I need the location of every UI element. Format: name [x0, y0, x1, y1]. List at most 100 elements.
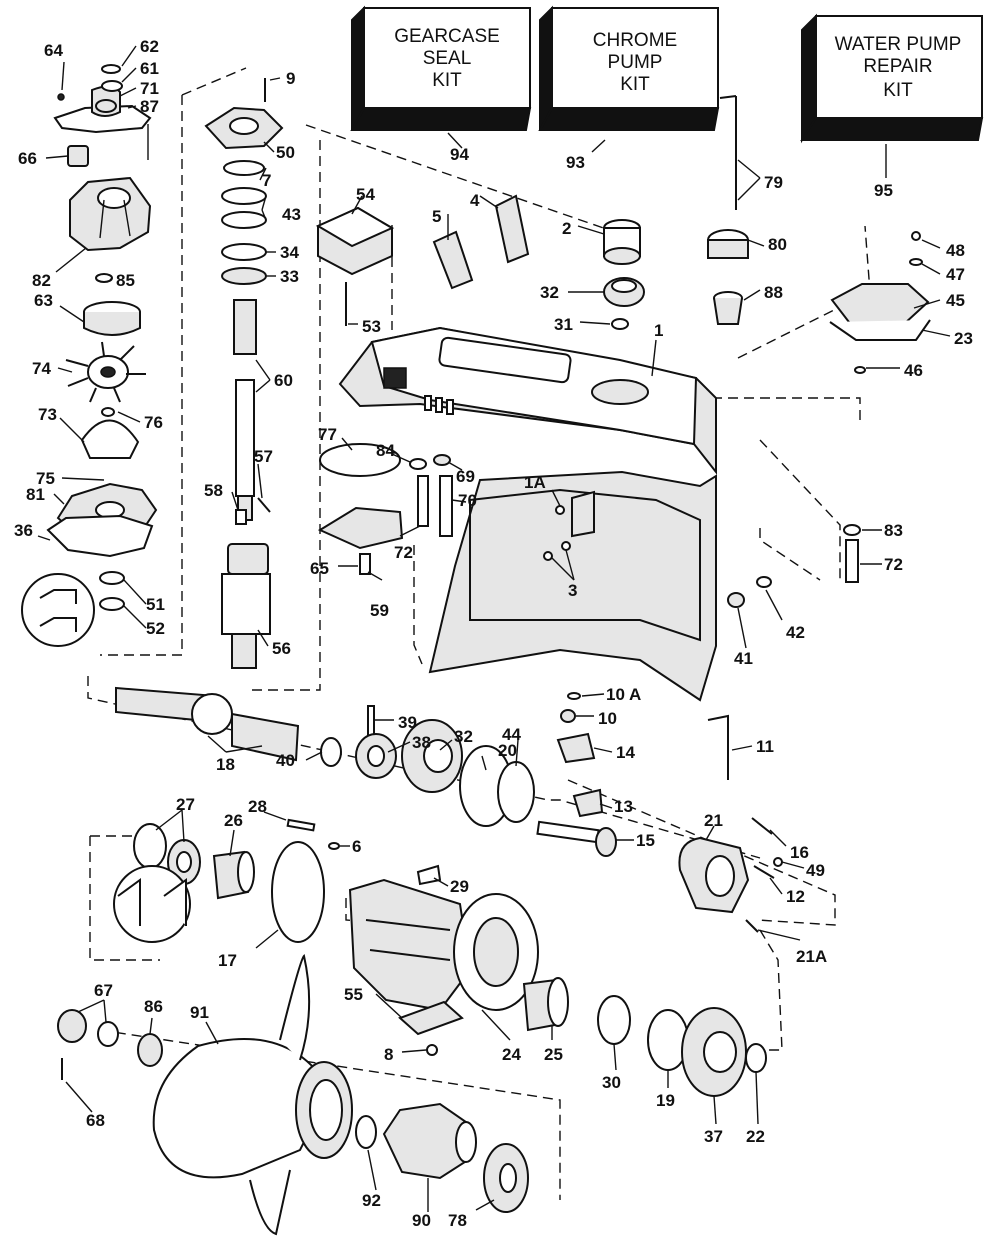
callout-2: 2: [562, 219, 571, 238]
washer-84: [409, 458, 427, 470]
nut-31: [611, 318, 629, 330]
callout-44: 44: [502, 725, 521, 744]
callout-7: 7: [262, 171, 271, 190]
callout-32: 32: [540, 283, 559, 302]
callout-42: 42: [786, 623, 805, 642]
callout-33: 33: [280, 267, 299, 286]
callout-87: 87: [140, 97, 159, 116]
callout-32b: 32: [454, 727, 473, 746]
callout-94: 94: [450, 145, 469, 164]
tube-79: [719, 95, 737, 210]
impeller-cup: [83, 301, 141, 336]
oil-seal-73: [80, 419, 140, 459]
reverse-gear-32: [401, 719, 463, 793]
callout-34: 34: [280, 243, 299, 262]
callout-83: 83: [884, 521, 903, 540]
propeller-91: [152, 953, 353, 1236]
callout-10: 10: [598, 709, 617, 728]
callout-92: 92: [362, 1191, 381, 1210]
svg-text:CHROME: CHROME: [593, 30, 677, 51]
callout-76: 76: [144, 413, 163, 432]
ball-49: [773, 857, 783, 867]
pin-16: [751, 817, 773, 835]
callout-88: 88: [764, 283, 783, 302]
callout-3: 3: [568, 581, 577, 600]
kit-gearcase-seal-box: GEARCASE SEAL KIT: [350, 5, 532, 131]
pin-39: [367, 705, 375, 737]
callout-71: 71: [140, 79, 159, 98]
kit-chrome-pump-line-2: PUMP: [608, 52, 663, 73]
pin-12: [753, 865, 775, 879]
shift-rod-5: [432, 230, 474, 290]
washer-43a: [221, 187, 267, 205]
screw-8: [426, 1044, 438, 1056]
screw-3a: [543, 551, 553, 561]
gasket-36: [46, 514, 154, 558]
callout-53: 53: [362, 317, 381, 336]
callout-30: 30: [602, 1073, 621, 1092]
callout-64: 64: [44, 41, 63, 60]
bearing-26: [212, 850, 255, 900]
callout-1: 1: [654, 321, 663, 340]
callout-31: 31: [554, 315, 573, 334]
screw-48: [911, 231, 921, 241]
washer-46: [854, 366, 866, 374]
callout-41: 41: [734, 649, 753, 668]
washer-7: [223, 160, 265, 176]
bolt-72: [417, 475, 429, 527]
water-pump-housing: [69, 176, 152, 252]
svg-text:PUMP: PUMP: [608, 52, 663, 73]
callout-28: 28: [248, 797, 267, 816]
callout-63: 63: [34, 291, 53, 310]
grommet-88: [713, 291, 743, 325]
forward-gear-37: [681, 1007, 747, 1097]
callout-23: 23: [954, 329, 973, 348]
seal-51: [99, 571, 125, 585]
callout-80: 80: [768, 235, 787, 254]
callout-39: 39: [398, 713, 417, 732]
pin-58: [235, 509, 247, 525]
thrust-washer-44: [497, 761, 535, 823]
washer-30: [597, 995, 631, 1045]
callout-50: 50: [276, 143, 295, 162]
callout-55: 55: [344, 985, 363, 1004]
callout-4: 4: [470, 191, 480, 210]
pin-21a: [745, 919, 759, 933]
plate-55: [398, 1000, 464, 1036]
washer-22: [745, 1043, 767, 1073]
plug-41: [727, 592, 745, 608]
callout-57: 57: [254, 447, 273, 466]
callout-68: 68: [86, 1111, 105, 1130]
callout-91: 91: [190, 1003, 209, 1022]
callout-24: 24: [502, 1045, 521, 1064]
callout-51: 51: [146, 595, 165, 614]
washer-69: [433, 454, 451, 466]
bolt-72b: [845, 539, 859, 583]
clutch-dog-38: [355, 733, 397, 779]
callout-9: 9: [286, 69, 295, 88]
driveshaft-lower: [221, 543, 271, 669]
callout-21a: 21A: [796, 947, 827, 966]
callout-8: 8: [384, 1045, 393, 1064]
svg-text:REPAIR: REPAIR: [863, 56, 932, 77]
svg-text:KIT: KIT: [432, 70, 462, 91]
callout-15: 15: [636, 831, 655, 850]
callout-40: 40: [276, 751, 295, 770]
kit-water-pump-line-2: REPAIR: [863, 56, 932, 77]
bearing-33: [221, 267, 267, 285]
callout-38: 38: [412, 733, 431, 752]
pin-57: [257, 497, 271, 513]
callout-60: 60: [274, 371, 293, 390]
shift-shaft-15: [536, 820, 617, 857]
callout-90: 90: [412, 1211, 431, 1230]
svg-text:WATER PUMP: WATER PUMP: [835, 34, 962, 55]
bearing-carrier-24: [348, 878, 539, 1012]
kit-gearcase-seal-line-1: GEARCASE: [394, 26, 500, 47]
svg-text:SEAL: SEAL: [423, 48, 472, 69]
callout-22: 22: [746, 1127, 765, 1146]
washer-10a: [567, 692, 581, 700]
screw-10: [560, 709, 576, 723]
pinion-gear-32: [603, 277, 645, 307]
screw-1a: [555, 505, 565, 515]
